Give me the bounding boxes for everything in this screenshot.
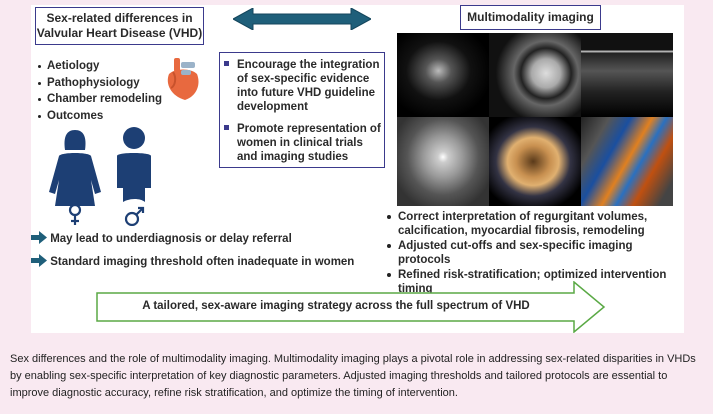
title-line-2: Valvular Heart Disease (VHD) <box>36 26 203 40</box>
list-item: Correct interpretation of regurgitant vo… <box>385 210 685 238</box>
woman-man-icon <box>49 127 151 226</box>
color-doppler-image <box>581 117 673 206</box>
left-list: Aetiology Pathophysiology Chamber remode… <box>37 59 167 125</box>
heart-icon <box>167 58 199 100</box>
list-item: Chamber remodeling <box>37 92 167 109</box>
man-icon <box>117 127 151 202</box>
male-symbol-icon <box>124 206 145 226</box>
figure-caption: Sex differences and the role of multimod… <box>10 353 696 399</box>
doppler-image <box>581 33 673 117</box>
strategy-text: A tailored, sex-aware imaging strategy a… <box>142 300 530 312</box>
recommendations-box: Encourage the integration of sex-specifi… <box>219 52 385 168</box>
woman-icon <box>49 130 101 206</box>
list-item: Aetiology <box>37 59 167 76</box>
double-arrow-icon <box>233 8 371 30</box>
consequence-2: Standard imaging threshold often inadequ… <box>31 254 354 269</box>
cmr-image <box>489 33 581 117</box>
consequence-text: Standard imaging threshold often inadequ… <box>50 256 355 268</box>
sex-differences-title-box: Sex-related differences in Valvular Hear… <box>35 7 204 45</box>
arrow-right-icon <box>31 231 47 244</box>
list-item: Pathophysiology <box>37 76 167 93</box>
female-symbol-icon <box>68 203 82 225</box>
ct-image <box>397 117 489 206</box>
echo-image <box>397 33 489 117</box>
3d-echo-image <box>489 117 581 206</box>
imaging-benefits-list: Correct interpretation of regurgitant vo… <box>385 210 685 297</box>
list-item: Adjusted cut-offs and sex-specific imagi… <box>385 239 685 267</box>
multimodality-title: Multimodality imaging <box>467 10 594 24</box>
multimodality-title-box: Multimodality imaging <box>460 5 601 30</box>
list-item: Outcomes <box>37 109 167 126</box>
list-item: Promote representation of women in clini… <box>220 122 384 164</box>
consequence-text: May lead to underdiagnosis or delay refe… <box>50 233 292 245</box>
strategy-arrow <box>96 281 606 333</box>
consequence-1: May lead to underdiagnosis or delay refe… <box>31 231 292 246</box>
arrow-right-icon <box>31 254 47 267</box>
list-item: Refined risk-stratification; optimized i… <box>385 268 685 296</box>
title-line-1: Sex-related differences in <box>46 11 193 25</box>
list-item: Encourage the integration of sex-specifi… <box>220 58 384 114</box>
